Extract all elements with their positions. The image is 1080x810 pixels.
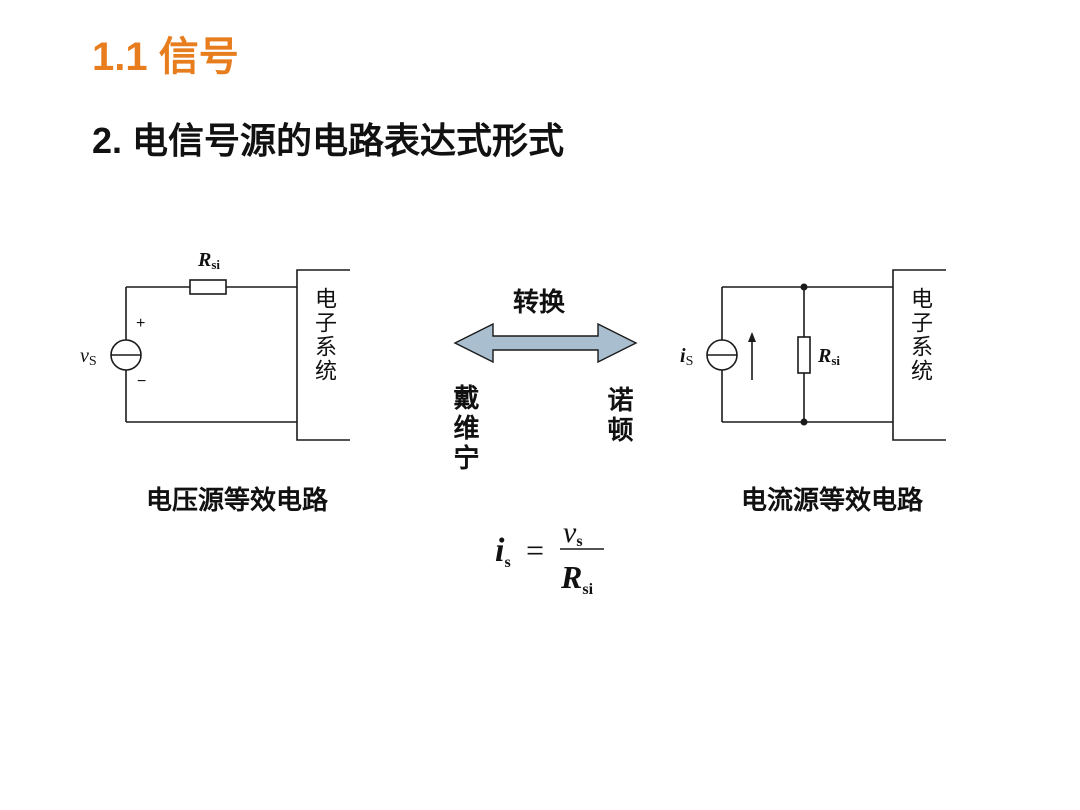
current-source-caption: 电流源等效电路 <box>741 486 924 516</box>
system-box-left <box>296 269 350 441</box>
voltage-source-caption: 电压源等效电路 <box>146 486 329 516</box>
conversion-label: 转换 <box>513 288 566 318</box>
slide-subtitle: 2. 电信号源的电路表达式形式 <box>92 120 565 161</box>
formula-equals: = <box>526 532 544 568</box>
minus-sign: − <box>137 373 146 390</box>
formula-denominator: Rsi <box>560 559 594 598</box>
system-box-label-right: 电子系统 <box>907 287 932 383</box>
vs-label: vS <box>80 345 97 369</box>
formula-lhs: is <box>495 532 511 571</box>
formula: is = vs Rsi <box>495 516 604 598</box>
plus-sign: + <box>136 315 145 332</box>
current-arrow-icon <box>748 332 756 342</box>
is-label: iS <box>680 345 693 369</box>
double-arrow-icon <box>453 322 638 364</box>
thevenin-label: 戴维宁 <box>449 384 479 474</box>
system-box-right <box>892 269 946 441</box>
shunt-resistor <box>797 336 811 374</box>
system-box-label-left: 电子系统 <box>311 287 336 383</box>
rsi-label-right: Rsi <box>817 345 840 368</box>
voltage-source-circuit: + − vS Rsi <box>80 249 350 441</box>
section-title: 1.1 信号 <box>92 35 239 79</box>
series-resistor <box>189 279 227 295</box>
junction-top-icon <box>800 283 808 291</box>
norton-label: 诺顿 <box>603 386 633 446</box>
junction-bottom-icon <box>800 418 808 426</box>
formula-numerator: vs <box>563 516 583 550</box>
rsi-label-left: Rsi <box>197 249 220 272</box>
current-source-circuit: iS Rsi <box>680 269 946 441</box>
